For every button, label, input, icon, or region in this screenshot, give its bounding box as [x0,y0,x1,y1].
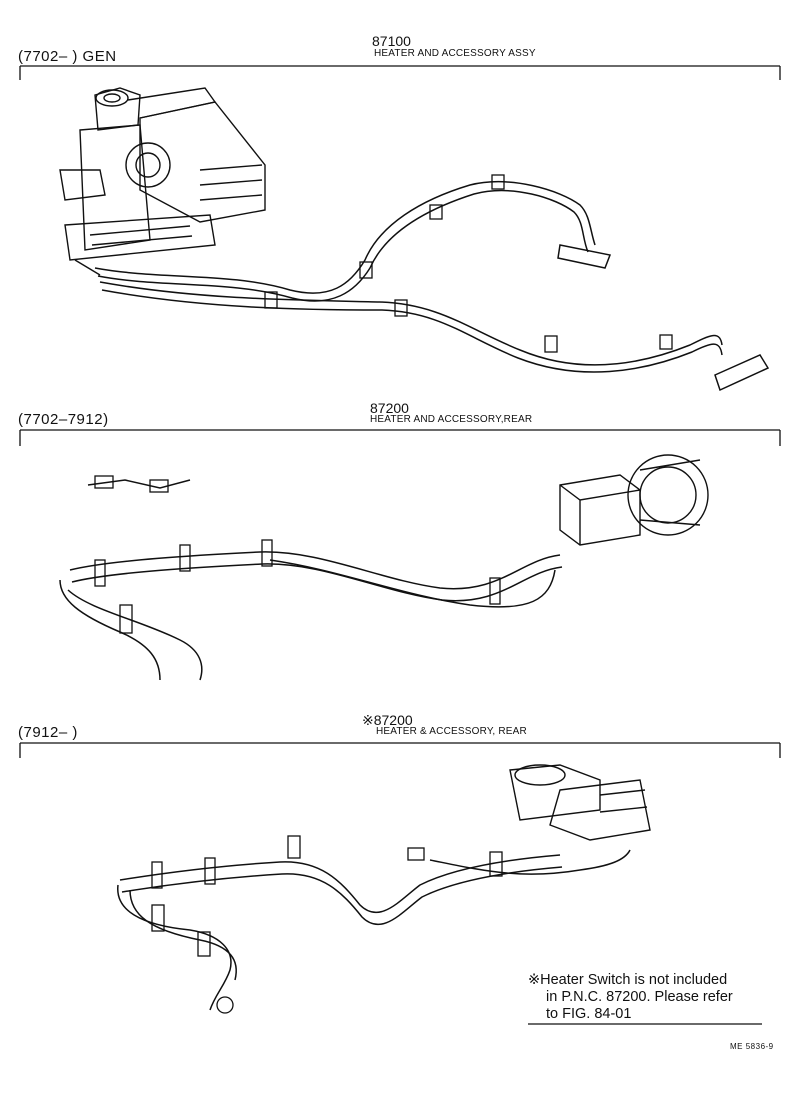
figure-code: ME 5836-9 [730,1042,774,1051]
front-heater-hoses [94,181,770,392]
section-3-name: HEATER & ACCESSORY, REAR [376,726,527,737]
section-1-name: HEATER AND ACCESSORY ASSY [374,48,536,59]
rear-heater-hoses [59,479,563,681]
front-hose-clamps [264,174,673,353]
footnote-line-1: ※Heater Switch is not included [528,972,728,988]
section-1-bracket [19,65,781,80]
footnote: ※Heater Switch is not included in P.N.C.… [528,972,733,1023]
rear-heater-unit-new [509,764,651,841]
footnote-line-3: to FIG. 84-01 [546,1006,632,1022]
rear-heater-hoses-new [117,849,631,1011]
section-3-bracket [19,742,781,758]
footnote-line-2: in P.N.C. 87200. Please refer [546,989,733,1005]
front-heater-unit [59,87,266,276]
section-3-range: (7912– ) [18,724,78,741]
rear-hose-clamps [94,475,501,634]
section-2-bracket [19,429,781,446]
section-2-name: HEATER AND ACCESSORY,REAR [370,414,533,425]
rear-hose-clamps-new [151,835,503,1014]
section-1-pnc: 87100 [372,33,411,49]
section-1-range: (7702– ) GEN [18,48,117,65]
rear-heater-unit [559,454,709,546]
section-3-pnc: ※87200 [362,712,413,728]
section-2-pnc: 87200 [370,400,409,416]
section-2-range: (7702–7912) [18,411,109,428]
